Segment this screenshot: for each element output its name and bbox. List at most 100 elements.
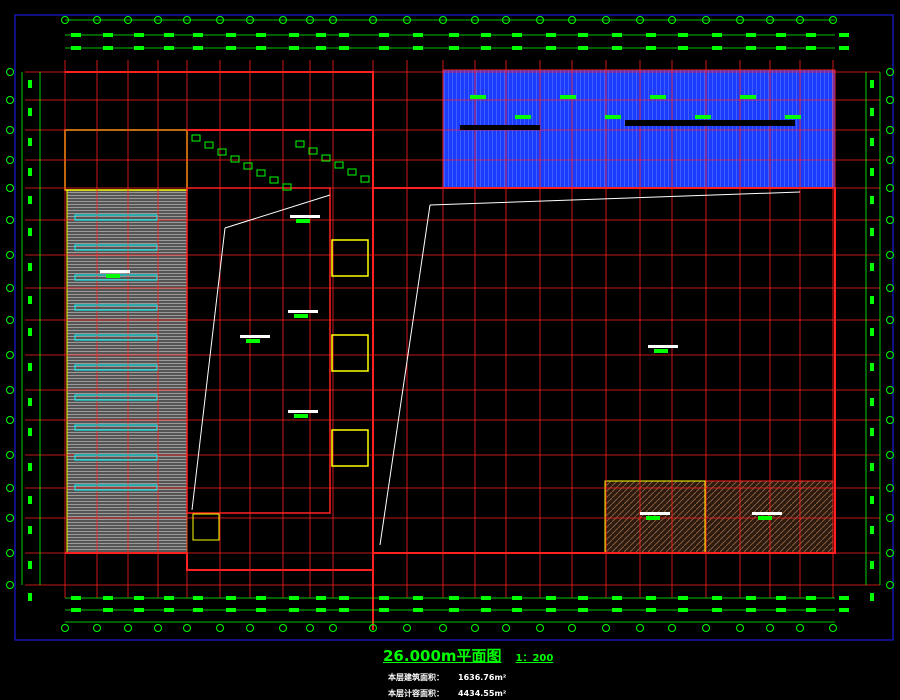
dimension-text [256, 46, 266, 50]
title-text: 26.000m平面图 [383, 647, 502, 665]
axis-bubble [6, 184, 14, 192]
cyan-bar [74, 454, 158, 461]
dimension-text [289, 608, 299, 612]
dimension-text [806, 608, 816, 612]
dimension-text [481, 608, 491, 612]
dimension-text [289, 596, 299, 600]
room-label-tag [654, 349, 668, 353]
dimension-text [776, 596, 786, 600]
dimension-text [612, 596, 622, 600]
room-label [640, 512, 670, 515]
room-label [288, 410, 318, 413]
core-detail [217, 148, 227, 156]
axis-bubble [183, 624, 191, 632]
white-line [191, 227, 226, 511]
core-detail [243, 162, 253, 170]
axis-bubble [6, 581, 14, 589]
dimension-text [103, 596, 113, 600]
axis-bubble [154, 16, 162, 24]
axis-bubble [216, 16, 224, 24]
axis-bubble [636, 16, 644, 24]
dimension-text [316, 46, 326, 50]
dimension-text [776, 46, 786, 50]
dimension-text [28, 196, 32, 204]
core-detail [347, 168, 357, 176]
gray-hatched-zone [66, 189, 188, 554]
axis-bubble [886, 156, 894, 164]
core-detail [191, 134, 201, 142]
dimension-text [678, 33, 688, 37]
dimension-text [712, 33, 722, 37]
dimension-text [512, 608, 522, 612]
axis-bubble [636, 624, 644, 632]
dimension-text [870, 296, 874, 304]
dimension-text [256, 608, 266, 612]
dimension-text [316, 608, 326, 612]
axis-bubble [886, 386, 894, 394]
room-label-tag [296, 219, 310, 223]
axis-bubble [6, 68, 14, 76]
axis-bubble [93, 624, 101, 632]
axis-bubble [766, 624, 774, 632]
white-line [224, 194, 331, 229]
dimension-text [134, 46, 144, 50]
axis-bubble [502, 624, 510, 632]
dimension-text [339, 46, 349, 50]
stair-box [331, 429, 369, 467]
dimension-text [28, 593, 32, 601]
white-line [379, 204, 431, 546]
room-label-tag [646, 516, 660, 520]
equipment-tag [740, 95, 756, 99]
axis-bubble [536, 624, 544, 632]
dimension-text [164, 596, 174, 600]
dimension-text [226, 608, 236, 612]
dimension-text [712, 608, 722, 612]
dimension-text [512, 596, 522, 600]
room-label [752, 512, 782, 515]
room-label [288, 310, 318, 313]
axis-bubble [602, 16, 610, 24]
core-detail [295, 140, 305, 148]
dimension-text [870, 526, 874, 534]
dimension-text [413, 596, 423, 600]
dimension-text [870, 328, 874, 336]
area-label: 本层建筑面积： [388, 673, 444, 682]
cyan-bar [74, 394, 158, 401]
axis-bubble [796, 16, 804, 24]
area-value: 4434.55m² [458, 689, 507, 698]
dimension-text [164, 33, 174, 37]
dimension-text [481, 46, 491, 50]
axis-bubble [736, 624, 744, 632]
dimension-text [134, 596, 144, 600]
axis-bubble [279, 16, 287, 24]
dimension-text [413, 46, 423, 50]
white-line [429, 191, 801, 206]
axis-bubble [124, 624, 132, 632]
core-detail [282, 183, 292, 191]
scale-text: 1：200 [515, 653, 554, 664]
room-label-tag [294, 314, 308, 318]
dimension-text [379, 46, 389, 50]
dimension-text [289, 33, 299, 37]
dimension-text [646, 608, 656, 612]
equipment-tag [470, 95, 486, 99]
dimension-text [226, 596, 236, 600]
dimension-text [28, 138, 32, 146]
axis-bubble [93, 16, 101, 24]
dimension-text [612, 33, 622, 37]
dimension-text [379, 596, 389, 600]
dimension-text [546, 596, 556, 600]
dimension-text [870, 228, 874, 236]
dimension-text [226, 46, 236, 50]
axis-bubble [886, 514, 894, 522]
axis-bubble [6, 451, 14, 459]
dimension-text [28, 463, 32, 471]
axis-bubble [403, 16, 411, 24]
dimension-text [28, 526, 32, 534]
core-detail [230, 155, 240, 163]
dimension-text [776, 33, 786, 37]
axis-bubble [766, 16, 774, 24]
dimension-text [28, 496, 32, 504]
axis-bubble [6, 549, 14, 557]
dimension-text [678, 46, 688, 50]
